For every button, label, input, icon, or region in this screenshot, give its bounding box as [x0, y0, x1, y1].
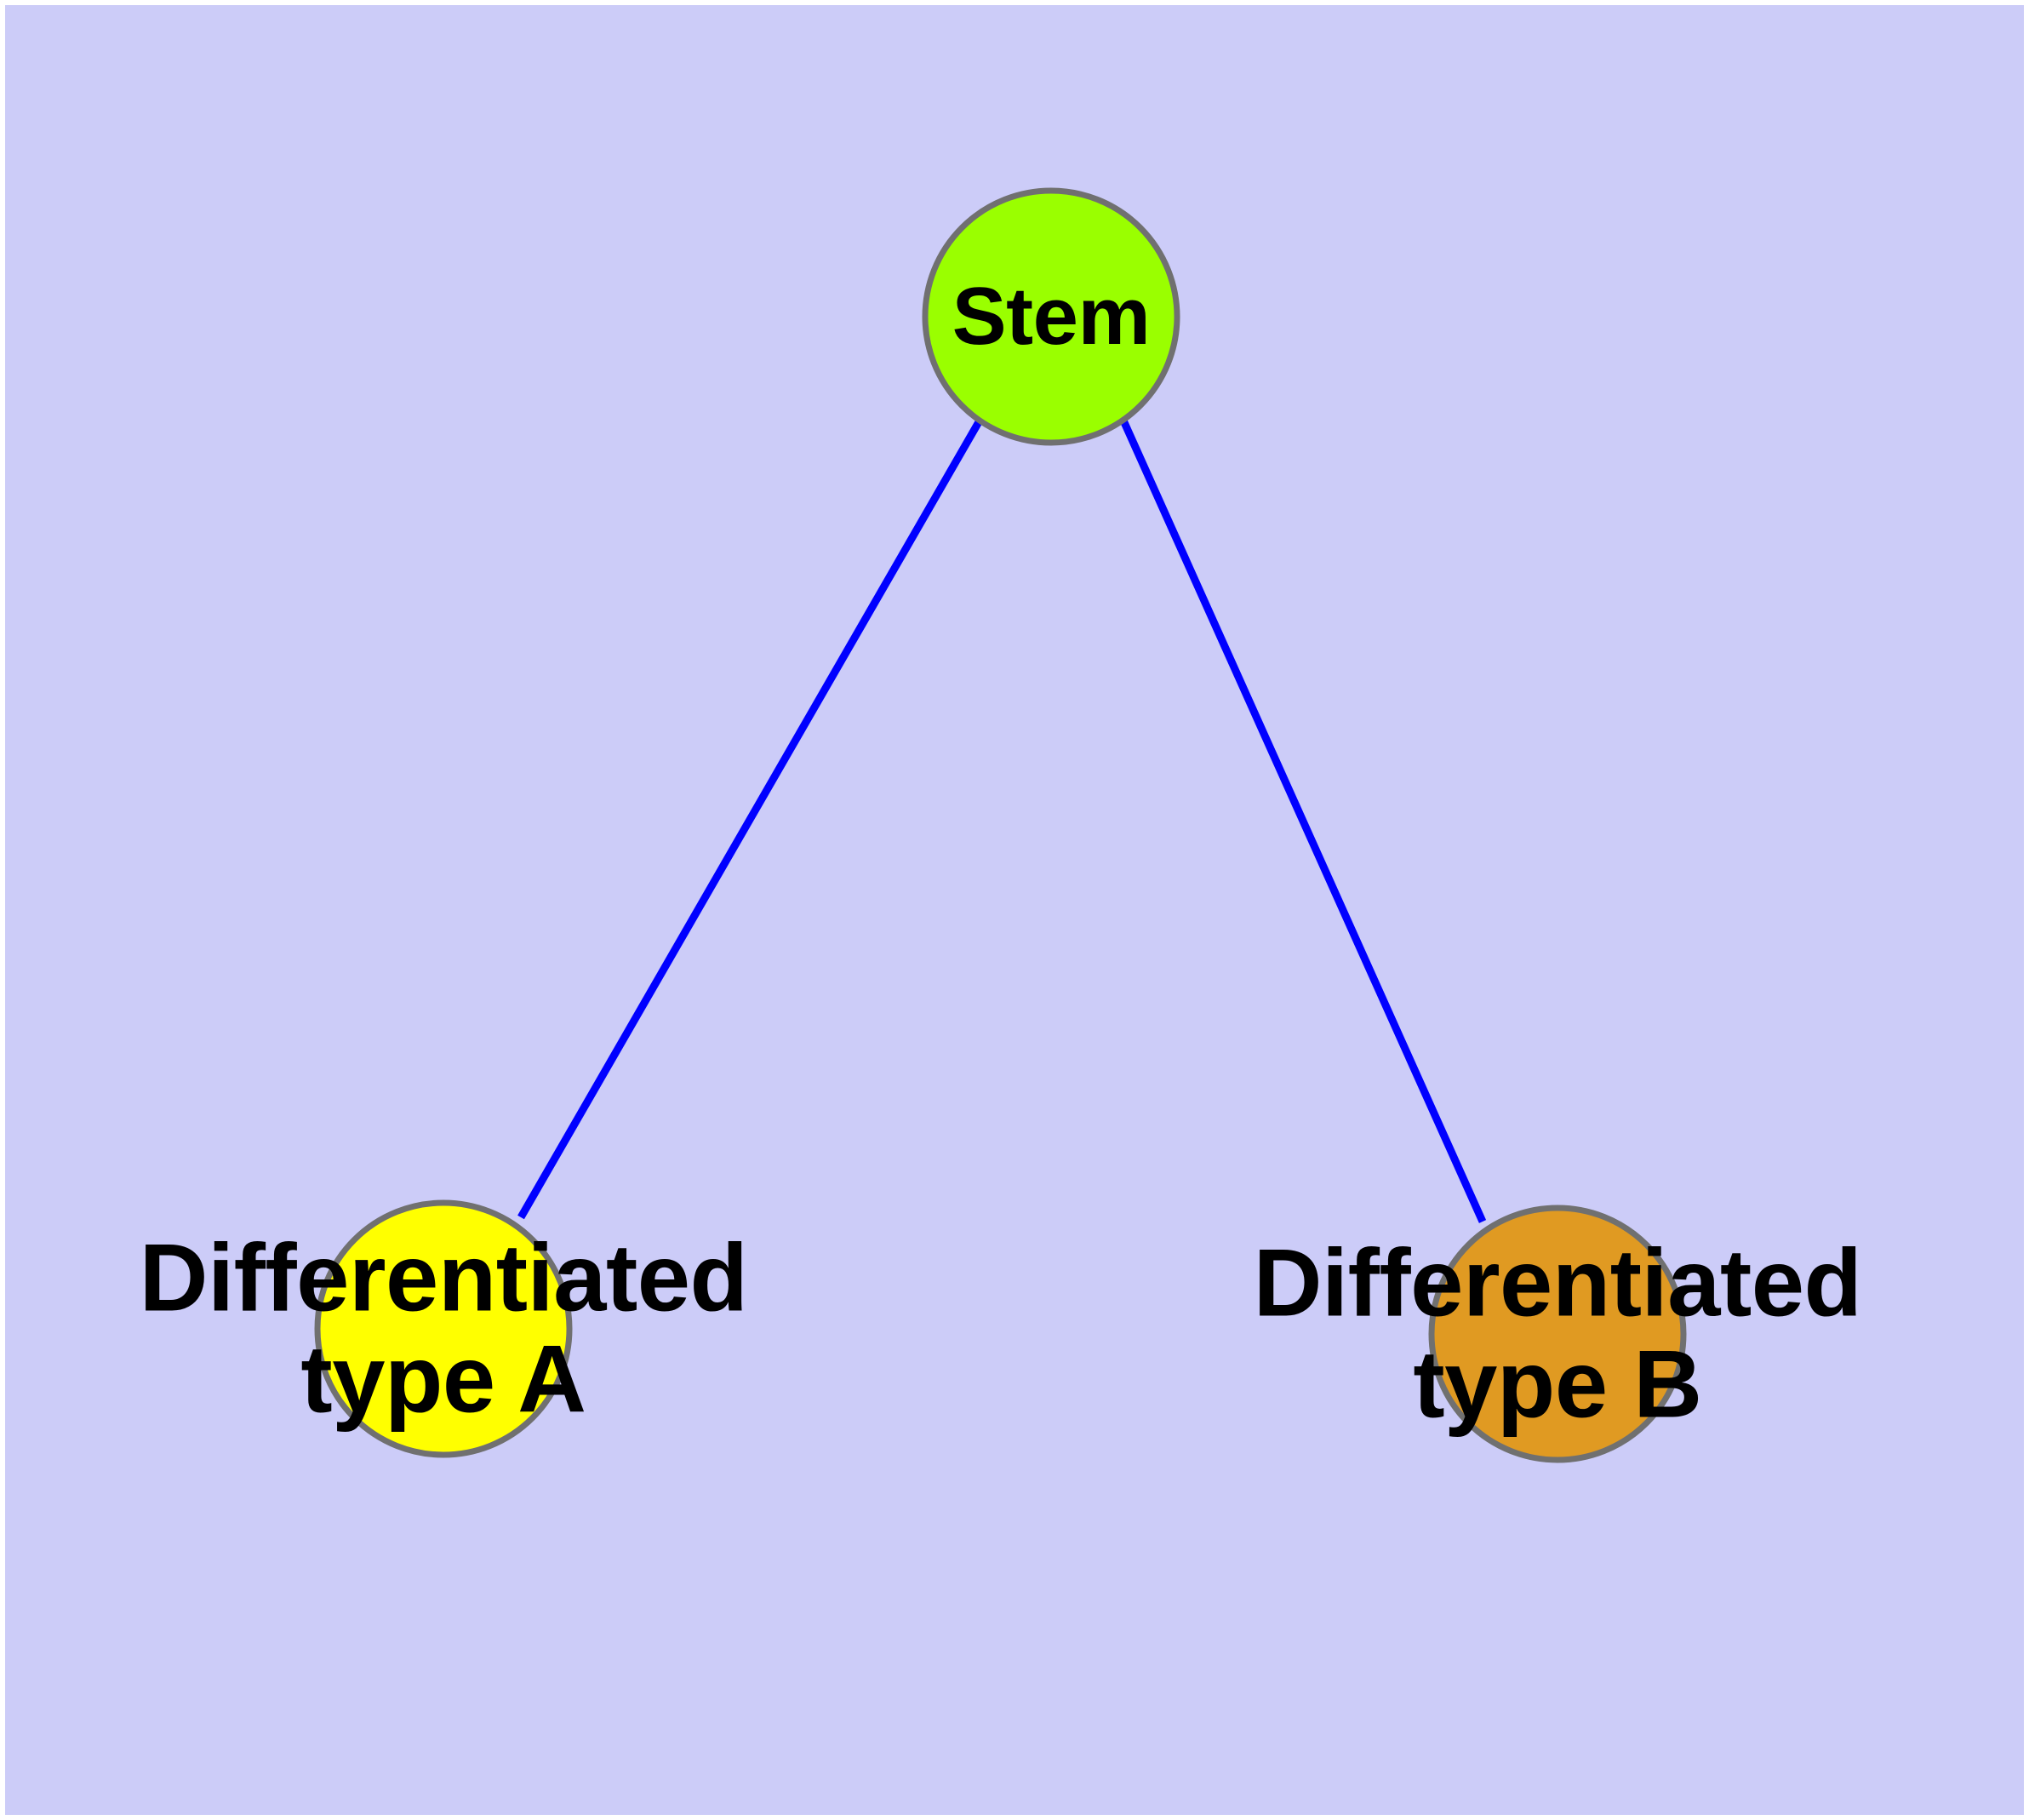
edge-layer: [517, 418, 1487, 1223]
graph-edge-stem-to-b: [1119, 419, 1487, 1223]
node-layer: [314, 187, 1687, 1463]
graph-edge-stem-to-a: [517, 418, 983, 1220]
graph-node-stem[interactable]: [922, 187, 1180, 446]
graph-node-diff-a[interactable]: [314, 1199, 573, 1458]
graph-node-diff-b[interactable]: [1428, 1205, 1687, 1463]
